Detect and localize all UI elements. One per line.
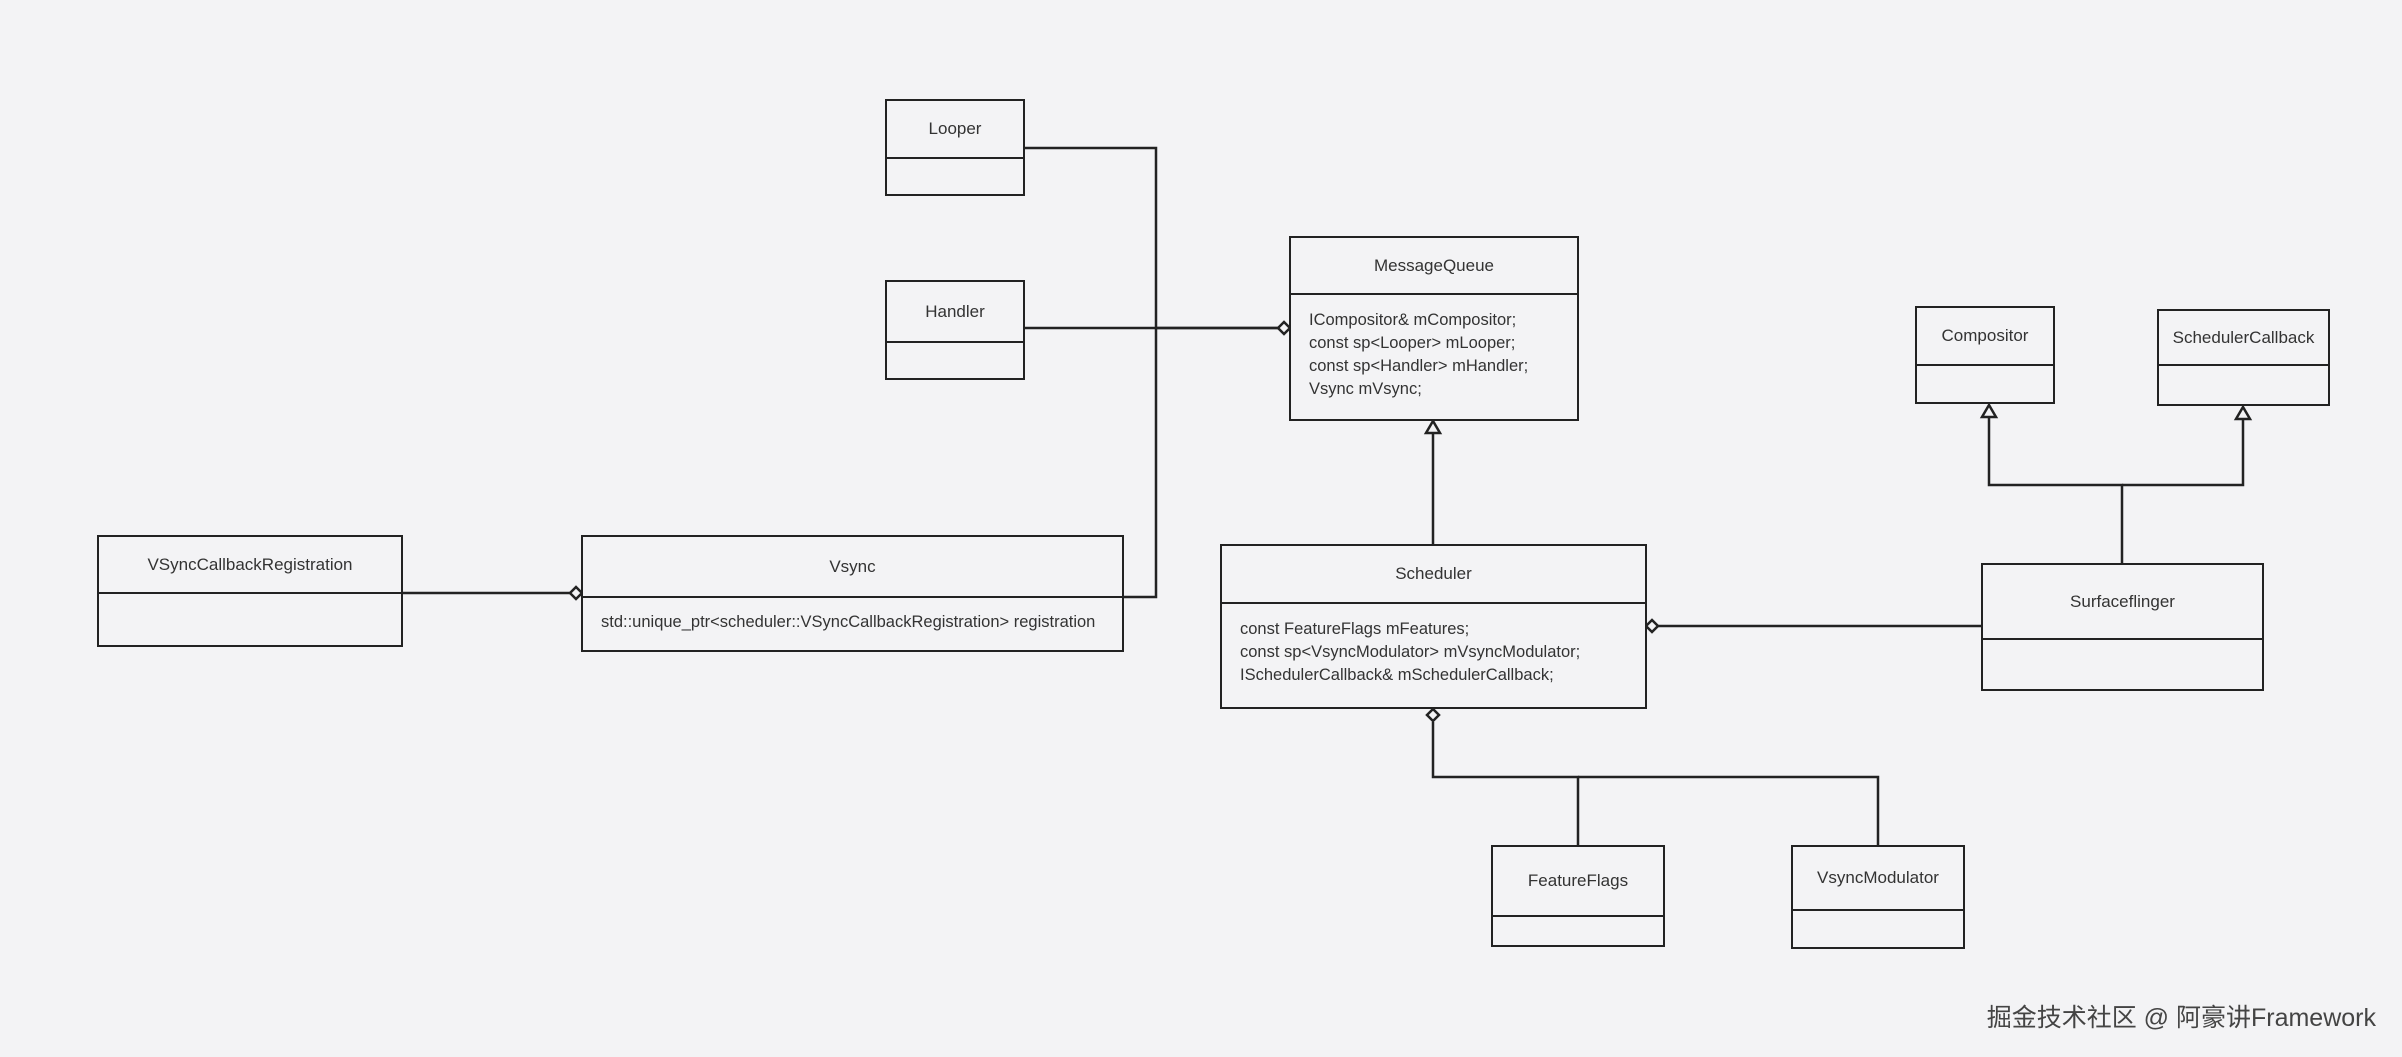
attribute: const FeatureFlags mFeatures; <box>1240 620 1470 638</box>
looper-to-messagequeue-line <box>1024 146 1280 330</box>
class-vsync[interactable]: Vsync std::unique_ptr<scheduler::VSyncCa… <box>581 535 1124 652</box>
scheduler-bottom-aggregation-diamond <box>1425 707 1441 723</box>
class-attributes: std::unique_ptr<scheduler::VSyncCallback… <box>583 598 1122 634</box>
class-attributes: ICompositor& mCompositor; const sp<Loope… <box>1291 295 1577 401</box>
class-vsyncmodulator[interactable]: VsyncModulator <box>1791 845 1965 949</box>
class-name: Handler <box>887 282 1023 343</box>
class-looper[interactable]: Looper <box>885 99 1025 196</box>
attribute: std::unique_ptr<scheduler::VSyncCallback… <box>601 613 1096 631</box>
watermark: 掘金技术社区 @ 阿豪讲Framework <box>1986 1004 2376 1032</box>
class-name: Vsync <box>583 537 1122 598</box>
class-handler[interactable]: Handler <box>885 280 1025 380</box>
surfaceflinger-inheritance-lines <box>1987 416 2124 563</box>
schedulercallback-inheritance-arrow <box>2233 404 2253 421</box>
class-name: VsyncModulator <box>1793 847 1963 911</box>
vsyncmodulator-to-scheduler-line <box>1578 775 1880 845</box>
scheduler-side-aggregation-diamond <box>1644 618 1660 634</box>
class-name: FeatureFlags <box>1493 847 1663 917</box>
attribute: Vsync mVsync; <box>1309 380 1422 398</box>
featureflags-to-scheduler-line <box>1431 722 1580 845</box>
class-name: SchedulerCallback <box>2159 311 2328 366</box>
class-messagequeue[interactable]: MessageQueue ICompositor& mCompositor; c… <box>1289 236 1579 421</box>
vsync-to-messagequeue-line <box>1122 328 1158 599</box>
attribute: const sp<Handler> mHandler; <box>1309 357 1529 375</box>
class-name: VSyncCallbackRegistration <box>99 537 401 594</box>
class-compositor[interactable]: Compositor <box>1915 306 2055 404</box>
class-name: Looper <box>887 101 1023 159</box>
class-vsynccallbackregistration[interactable]: VSyncCallbackRegistration <box>97 535 403 647</box>
class-name: Surfaceflinger <box>1983 565 2262 640</box>
messagequeue-inheritance-arrow <box>1423 418 1443 435</box>
class-scheduler[interactable]: Scheduler const FeatureFlags mFeatures; … <box>1220 544 1647 709</box>
attribute: ISchedulerCallback& mSchedulerCallback; <box>1240 666 1554 684</box>
class-schedulercallback[interactable]: SchedulerCallback <box>2157 309 2330 406</box>
class-attributes: const FeatureFlags mFeatures; const sp<V… <box>1222 604 1645 687</box>
class-featureflags[interactable]: FeatureFlags <box>1491 845 1665 947</box>
class-name: Scheduler <box>1222 546 1645 604</box>
attribute: ICompositor& mCompositor; <box>1309 311 1517 329</box>
class-surfaceflinger[interactable]: Surfaceflinger <box>1981 563 2264 691</box>
attribute: const sp<Looper> mLooper; <box>1309 334 1516 352</box>
compositor-inheritance-arrow <box>1979 402 1999 419</box>
attribute: const sp<VsyncModulator> mVsyncModulator… <box>1240 643 1581 661</box>
class-name: Compositor <box>1917 308 2053 366</box>
surfaceflinger-to-schedulercallback-line <box>2122 418 2245 487</box>
class-name: MessageQueue <box>1291 238 1577 295</box>
